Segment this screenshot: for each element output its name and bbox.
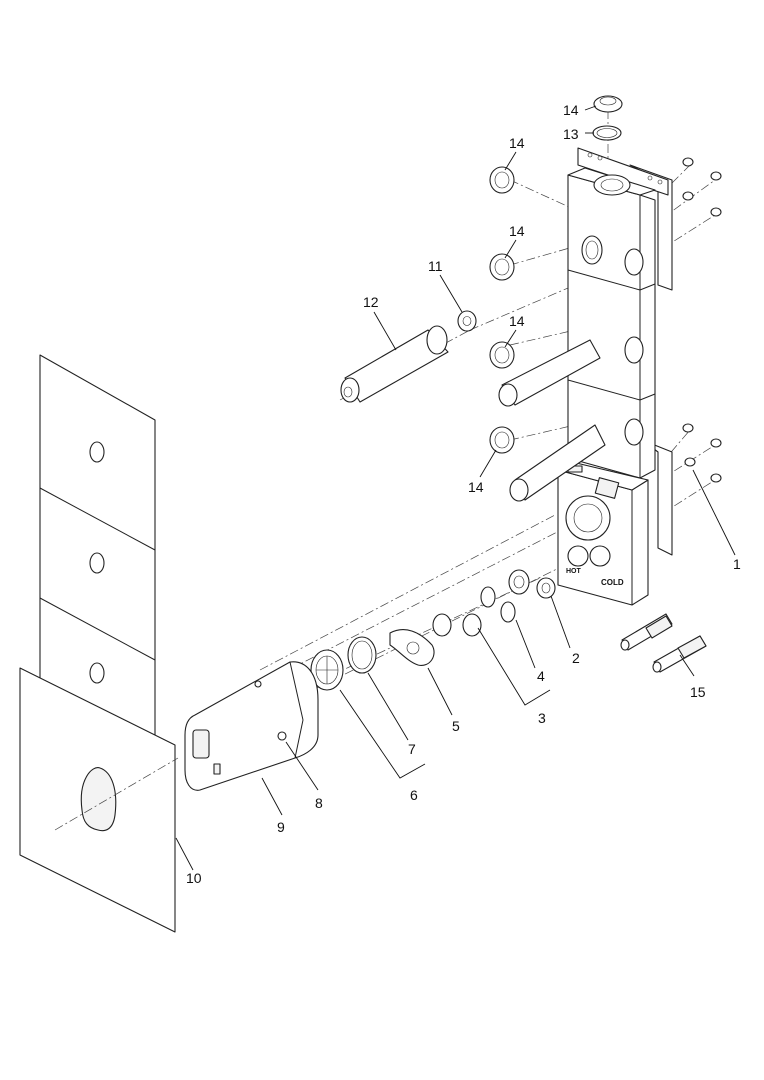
screw-icon <box>682 423 694 433</box>
label-1: 1 <box>733 556 741 572</box>
label-14-top: 14 <box>563 102 579 118</box>
leader-lines <box>175 105 736 871</box>
label-14-bottom: 14 <box>468 479 484 495</box>
label-7: 7 <box>408 741 416 757</box>
screw-icon <box>710 473 722 483</box>
extension-spindle <box>340 325 449 403</box>
mounting-screws <box>682 157 722 483</box>
cold-stamp: COLD <box>601 578 624 587</box>
label-11: 11 <box>428 258 443 274</box>
trim-housing <box>184 661 319 791</box>
label-4: 4 <box>537 668 545 684</box>
label-6: 6 <box>410 787 418 803</box>
label-9: 9 <box>277 819 285 835</box>
screw-icon <box>682 157 694 167</box>
label-14-upper: 14 <box>509 135 525 151</box>
label-14-middle: 14 <box>509 223 525 239</box>
plug-icon <box>489 253 515 281</box>
plug-icon <box>489 341 515 369</box>
washer <box>457 310 477 332</box>
label-14-lower: 14 <box>509 313 525 329</box>
hot-stamp: HOT <box>566 568 582 575</box>
part-labels: 14 13 14 14 14 14 11 12 1 2 4 3 5 7 6 8 … <box>186 102 741 886</box>
screw-icon <box>710 438 722 448</box>
label-12: 12 <box>363 294 379 310</box>
label-10: 10 <box>186 870 202 886</box>
screw-icon <box>710 171 722 181</box>
extension-tubes <box>498 339 606 502</box>
valve-body: COLD HOT <box>557 147 673 606</box>
side-plugs <box>489 166 515 454</box>
top-plug-assembly <box>592 95 623 141</box>
control-cam <box>389 629 435 666</box>
cartridge-2 <box>536 577 556 599</box>
label-3: 3 <box>538 710 546 726</box>
set-screw <box>254 680 287 741</box>
flow-disc <box>310 649 344 691</box>
label-2: 2 <box>572 650 580 666</box>
plug-icon <box>489 166 515 194</box>
screw-icon <box>684 457 696 467</box>
plug-icon <box>489 426 515 454</box>
cartridge-3-4 <box>432 569 530 637</box>
label-15: 15 <box>690 684 706 700</box>
label-13: 13 <box>563 126 579 142</box>
screw-icon <box>682 191 694 201</box>
o-ring-7 <box>347 636 377 674</box>
wall-anchors <box>620 613 707 673</box>
label-8: 8 <box>315 795 323 811</box>
screw-icon <box>710 207 722 217</box>
gasket-plate <box>19 667 179 933</box>
label-5: 5 <box>452 718 460 734</box>
